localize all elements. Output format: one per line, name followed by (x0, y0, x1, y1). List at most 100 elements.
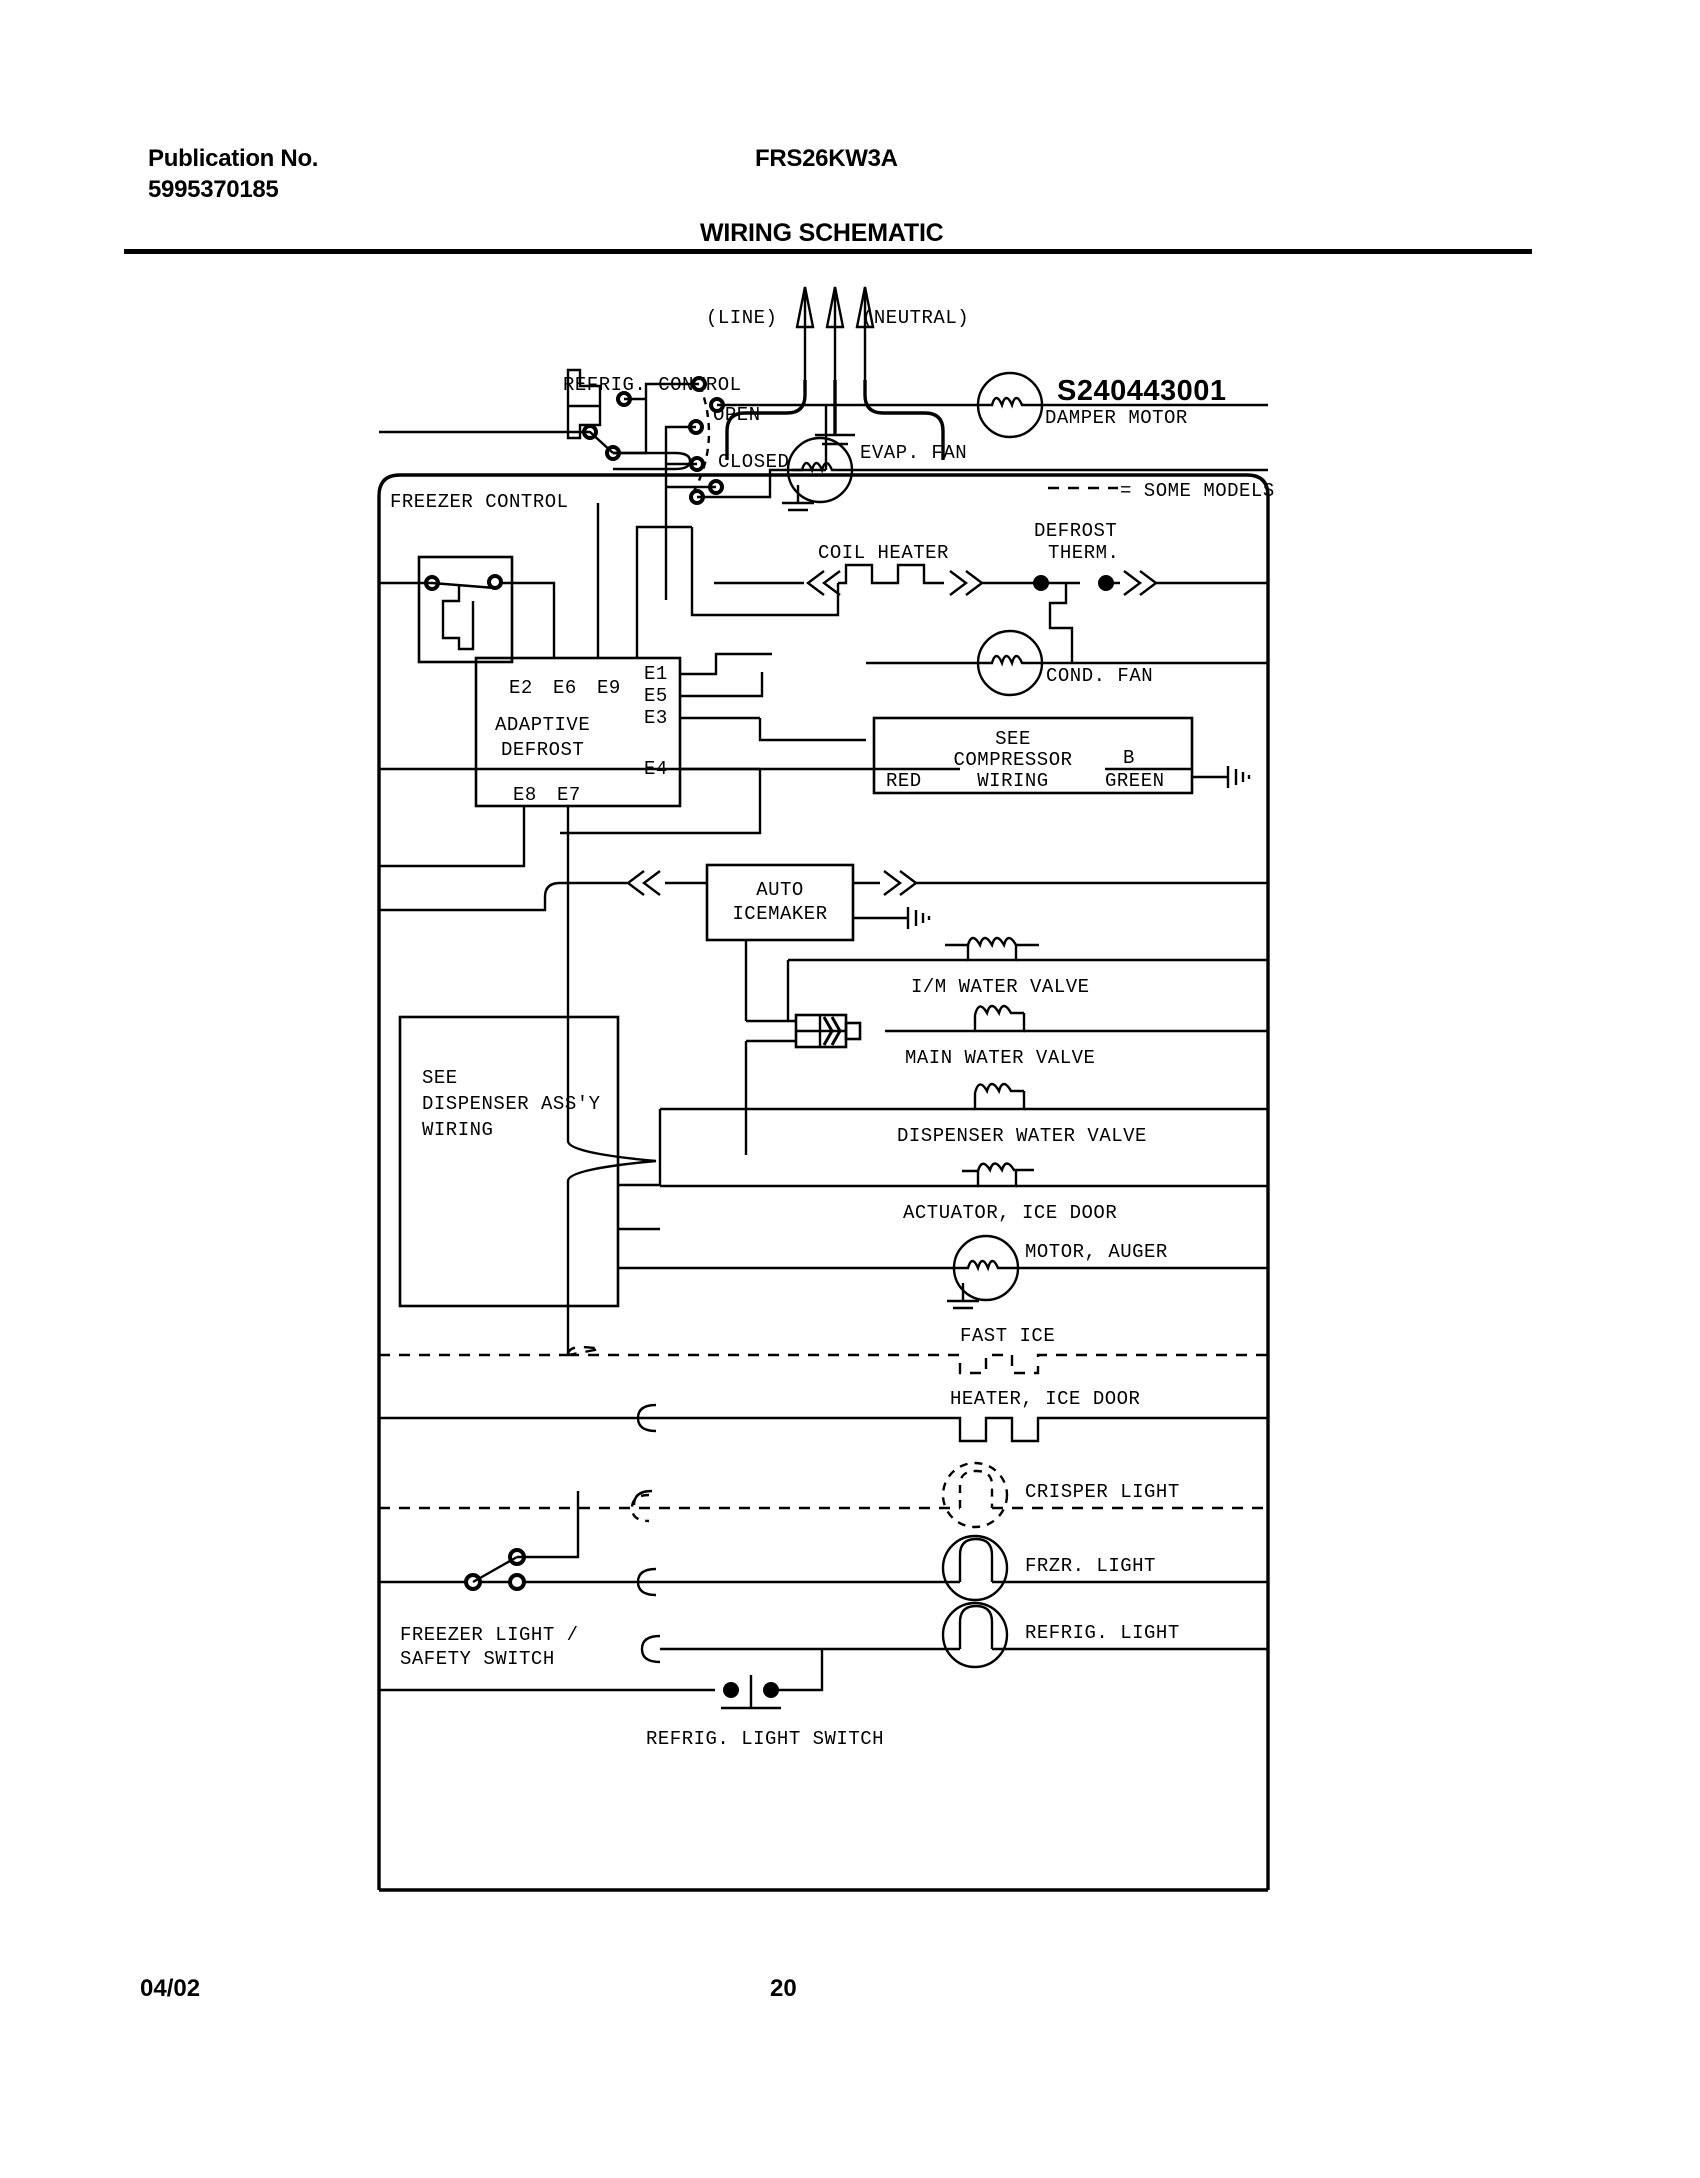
motor-auger-label: MOTOR, AUGER (1025, 1241, 1168, 1263)
freezer-control-label: FREEZER CONTROL (390, 491, 569, 513)
auto-icemaker-label-2: ICEMAKER (732, 903, 827, 925)
freezer-control-screw (487, 574, 503, 590)
refrig-light-switch-right-wire (779, 1649, 824, 1692)
publication-label: Publication No. (148, 145, 319, 172)
heater-ice-door-label: HEATER, ICE DOOR (950, 1388, 1140, 1410)
icemaker-connector-right (883, 870, 918, 896)
coil-heater-element (838, 563, 944, 585)
actuator-ice-door-symbol (962, 1162, 1034, 1188)
line-label: (LINE) (706, 307, 777, 329)
evap-fan-label: EVAP. FAN (860, 442, 967, 464)
terminal-E6: E6 (553, 677, 577, 699)
coil-heater-connector-right (949, 570, 984, 596)
auto-icemaker-box (705, 863, 855, 942)
refrig-light-switch-label: REFRIG. LIGHT SWITCH (646, 1728, 884, 1750)
compressor-terminal-green: GREEN (1105, 770, 1165, 792)
compressor-wiring-box (872, 716, 1194, 795)
crisper-light-symbol (379, 1461, 1268, 1529)
refrig-light-switch-contact (763, 1682, 779, 1698)
freezer-safety-switch-blade (472, 1555, 518, 1584)
dispenser-box-label-3: WIRING (422, 1119, 493, 1141)
cond-fan-label: COND. FAN (1046, 665, 1153, 687)
dispenser-box-label-1: SEE (422, 1067, 458, 1089)
defrost-therm-label-1: DEFROST (1034, 520, 1117, 542)
defrost-therm-connector (1123, 570, 1158, 596)
dispenser-water-valve-symbol (973, 1082, 1026, 1111)
E9-feed-wire (635, 525, 692, 658)
im-water-valve-label: I/M WATER VALVE (911, 976, 1090, 998)
adaptive-defrost-box (474, 656, 682, 808)
wiring-schematic-diagram: (LINE) (NEUTRAL) S240443001 REFRIG. CONT… (377, 286, 1274, 1892)
freezer-light-switch-label-1: FREEZER LIGHT / (400, 1624, 579, 1646)
E3-branch-wire (758, 718, 866, 742)
refrig-open-label: OPEN (713, 404, 761, 426)
freezer-control-switch-blade (379, 581, 496, 590)
icemaker-ground-symbol (906, 907, 931, 929)
freezer-safety-switch-contact (508, 1573, 526, 1591)
auto-icemaker-label-1: AUTO (756, 879, 804, 901)
main-water-valve-symbol (973, 1004, 1026, 1033)
im-water-valve-symbol (945, 936, 1039, 962)
freezer-light-switch-label-2: SAFETY SWITCH (400, 1648, 555, 1670)
actuator-ice-door-label: ACTUATOR, ICE DOOR (903, 1202, 1117, 1224)
terminal-E9: E9 (597, 677, 621, 699)
frzr-light-hop (636, 1567, 657, 1597)
freezer-control-out-wire (501, 581, 556, 658)
line-lead-wire (725, 380, 807, 460)
terminal-E1: E1 (644, 663, 668, 685)
terminal-E2: E2 (509, 677, 533, 699)
dispenser-water-valve-label: DISPENSER WATER VALVE (897, 1125, 1147, 1147)
freezer-safety-switch-up-wire (517, 1491, 580, 1559)
heater-ice-door-symbol (379, 1416, 1268, 1443)
refrig-control-wire-c (379, 430, 614, 454)
refrig-light-switch-contact (723, 1682, 739, 1698)
refrig-light-hop (640, 1634, 661, 1664)
damper-motor-label: DAMPER MOTOR (1045, 407, 1188, 429)
freezer-control-bulb (441, 586, 475, 651)
terminal-E5: E5 (644, 685, 668, 707)
main-valve-plug-connector (794, 1013, 862, 1049)
vertical-branch-hop (632, 1489, 653, 1506)
motor-auger-symbol (660, 1234, 1268, 1310)
fast-ice-label: FAST ICE (960, 1325, 1055, 1347)
main-water-valve-label: MAIN WATER VALVE (905, 1047, 1095, 1069)
refrig-control-wire-d (664, 425, 696, 469)
freezer-control-box (417, 555, 514, 664)
neutral-label: (NEUTRAL) (862, 307, 969, 329)
evap-fan-symbol (782, 436, 1268, 512)
supply-terminals (795, 286, 875, 380)
terminal-E7: E7 (557, 784, 581, 806)
compressor-terminal-red: RED (886, 770, 922, 792)
compressor-terminal-b: B (1123, 747, 1135, 769)
E5-out-wire (680, 672, 764, 698)
neutral-lead-wire (863, 380, 945, 460)
adaptive-defrost-label-1: ADAPTIVE (495, 714, 590, 736)
footer-page-number: 20 (770, 1975, 797, 2002)
dispenser-box-label-2: DISPENSER ASS'Y (422, 1093, 601, 1115)
refrig-light-switch-symbol (721, 1675, 781, 1710)
part-number: S240443001 (1057, 375, 1227, 407)
refrig-light-label: REFRIG. LIGHT (1025, 1622, 1180, 1644)
icemaker-left-rail-wire (379, 881, 627, 912)
terminal-E8: E8 (513, 784, 537, 806)
coil-heater-return-wire (690, 527, 840, 617)
refrig-control-loop (613, 451, 692, 471)
damper-motor-symbol (976, 371, 1268, 439)
page-title: WIRING SCHEMATIC (700, 219, 944, 247)
adaptive-defrost-label-2: DEFROST (501, 739, 584, 761)
coil-heater-label: COIL HEATER (818, 542, 949, 564)
E8-out-wire (379, 806, 526, 868)
compressor-box-label-1: SEE (995, 728, 1031, 750)
compressor-box-label-2: COMPRESSOR (953, 749, 1072, 771)
junction-node (1033, 575, 1049, 591)
refrig-light-symbol (660, 1601, 1268, 1669)
model-number: FRS26KW3A (755, 145, 898, 172)
publication-number: 5995370185 (148, 176, 279, 203)
defrost-therm-bimetal (1048, 583, 1074, 645)
frzr-light-label: FRZR. LIGHT (1025, 1555, 1156, 1577)
compressor-box-label-3: WIRING (977, 770, 1048, 792)
crisper-light-label: CRISPER LIGHT (1025, 1481, 1180, 1503)
heater-hop (636, 1403, 657, 1433)
E1-out-wire (680, 652, 772, 676)
